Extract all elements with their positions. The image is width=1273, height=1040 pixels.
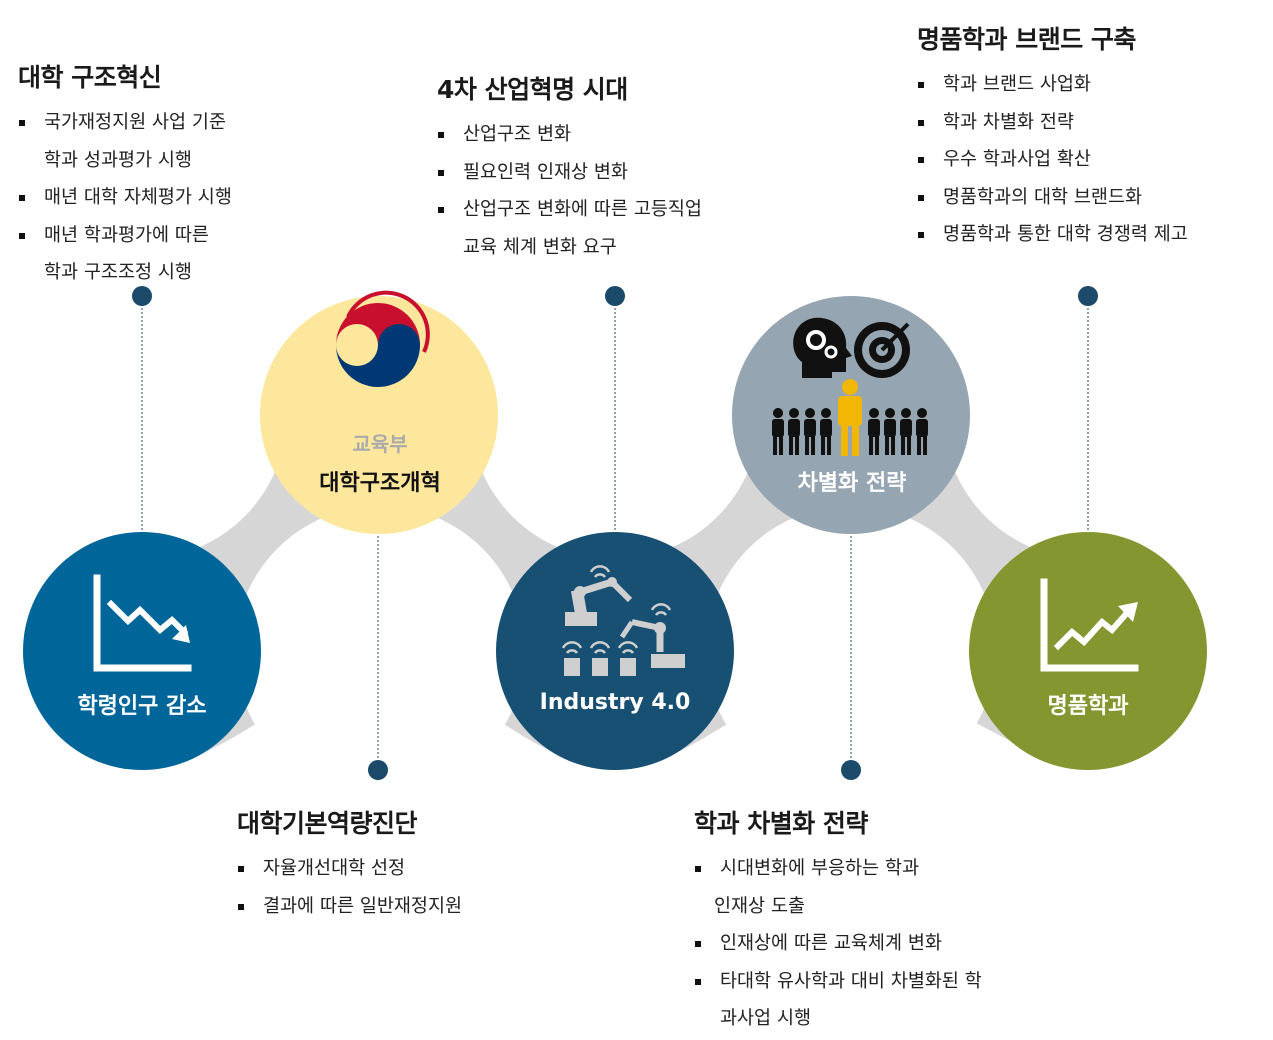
bullet-list: 국가재정지원 사업 기준 학과 성과평가 시행 매년 대학 자체평가 시행 매년… [18,104,232,292]
list-item: 매년 학과평가에 따른 [18,217,232,255]
list-item: 필요인력 인재상 변화 [437,154,702,192]
list-item: 타대학 유사학과 대비 차별화된 학 [694,963,982,1001]
block-title: 4차 산업혁명 시대 [437,75,628,104]
node-industry [496,532,734,770]
list-item: 우수 학과사업 확산 [917,141,1188,179]
list-item: 과사업 시행 [720,1008,811,1029]
list-item: 국가재정지원 사업 기준 [18,104,232,142]
bullet-list: 학과 브랜드 사업화 학과 차별화 전략 우수 학과사업 확산 명품학과의 대학… [917,66,1188,254]
block-title: 명품학과 브랜드 구축 [917,25,1136,54]
node-moe [260,296,498,534]
list-item: 명품학과의 대학 브랜드화 [917,179,1188,217]
list-item: 시대변화에 부응하는 학과 [694,850,982,888]
government-taeguk-emblem [336,290,430,387]
list-item: 교육 체계 변화 요구 [463,236,617,258]
target-team-icon [772,317,928,456]
list-item: 산업구조 변화에 따른 고등직업 [437,191,702,229]
node-industry-label: Industry 4.0 [539,690,691,715]
list-item: 학과 차별화 전략 [917,104,1188,142]
list-item: 매년 대학 자체평가 시행 [18,179,232,217]
list-item: 자율개선대학 선정 [237,850,462,888]
block-brand: 명품학과 브랜드 구축 학과 브랜드 사업화 학과 차별화 전략 우수 학과사업… [917,20,1188,254]
arch-cut [235,506,525,796]
node-strategy-label: 차별화 전략 [797,471,907,496]
pin [368,760,388,780]
list-item: 결과에 따른 일반재정지원 [237,888,462,926]
list-item: 인재상 도출 [714,895,805,917]
block-title: 학과 차별화 전략 [694,809,868,838]
arch-cut [706,506,996,796]
leader-person [838,379,862,456]
robot-arm-icon [561,565,685,676]
list-item: 학과 성과평가 시행 [44,149,192,171]
bullet-list: 산업구조 변화 필요인력 인재상 변화 산업구조 변화에 따른 고등직업 교육 … [437,116,702,266]
node-prestige [969,532,1207,770]
pin [132,286,152,306]
node-decline [23,532,261,770]
bullet-list: 자율개선대학 선정 결과에 따른 일반재정지원 [237,850,462,925]
block-fourth-industry: 4차 산업혁명 시대 산업구조 변화 필요인력 인재상 변화 산업구조 변화에 … [437,70,702,266]
pin [1078,286,1098,306]
node-moe-label: 대학구조개혁 [319,471,441,496]
list-item: 인재상에 따른 교육체계 변화 [694,925,982,963]
block-univ-reform: 대학 구조혁신 국가재정지원 사업 기준 학과 성과평가 시행 매년 대학 자체… [18,58,232,292]
block-dept-strategy: 학과 차별화 전략 시대변화에 부응하는 학과 인재상 도출 인재상에 따른 교… [694,804,982,1038]
pin [841,760,861,780]
node-prestige-label: 명품학과 [1047,694,1129,719]
pin [605,286,625,306]
up-trend-chart-icon [1040,578,1139,672]
list-item: 학과 구조조정 시행 [44,262,192,283]
list-item: 학과 브랜드 사업화 [917,66,1188,104]
list-item: 명품학과 통한 대학 경쟁력 제고 [917,216,1188,254]
block-title: 대학 구조혁신 [18,63,162,92]
arch-cut [0,269,287,559]
list-item: 산업구조 변화 [437,116,702,154]
block-title: 대학기본역량진단 [237,809,418,838]
bullet-list: 시대변화에 부응하는 학과 인재상 도출 인재상에 따른 교육체계 변화 타대학… [694,850,982,1038]
node-moe-small-label: 교육부 [352,432,408,456]
node-decline-label: 학령인구 감소 [77,694,207,719]
down-trend-chart-icon [93,574,192,672]
block-diagnosis: 대학기본역량진단 자율개선대학 선정 결과에 따른 일반재정지원 [237,804,462,925]
